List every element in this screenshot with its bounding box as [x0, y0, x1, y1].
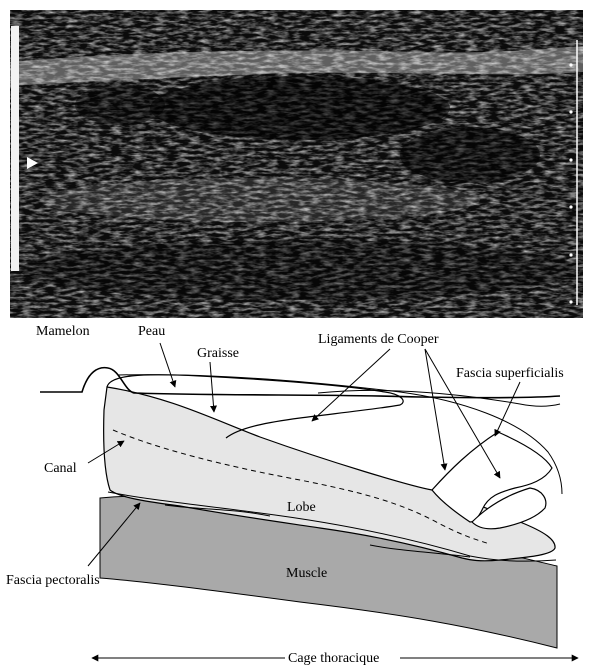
fascia-inner-line — [318, 390, 560, 406]
label-peau: Peau — [138, 324, 165, 339]
dark-lobule — [400, 127, 540, 183]
dark-lobule — [75, 85, 165, 125]
glandular-band — [40, 178, 480, 222]
label-fascia-pectoralis: Fascia pectoralis — [6, 573, 100, 588]
label-ligaments: Ligaments de Cooper — [318, 332, 439, 347]
peau-arrow — [160, 343, 175, 387]
deep-tissue — [20, 240, 580, 300]
dark-lobule — [150, 76, 450, 140]
label-mamelon: Mamelon — [36, 324, 90, 339]
label-lobe: Lobe — [287, 500, 316, 515]
graisse-arrow — [210, 362, 214, 412]
label-canal: Canal — [44, 461, 77, 476]
label-fascia-superficialis: Fascia superficialis — [456, 366, 564, 381]
label-graisse: Graisse — [197, 346, 239, 361]
label-cage: Cage thoracique — [288, 651, 379, 666]
ligament-arrow-1 — [312, 349, 390, 421]
ultrasound-image — [10, 10, 583, 318]
label-muscle: Muscle — [286, 566, 327, 581]
depth-scale-bar — [11, 26, 19, 271]
fascia-superficialis-arrow — [495, 382, 520, 436]
